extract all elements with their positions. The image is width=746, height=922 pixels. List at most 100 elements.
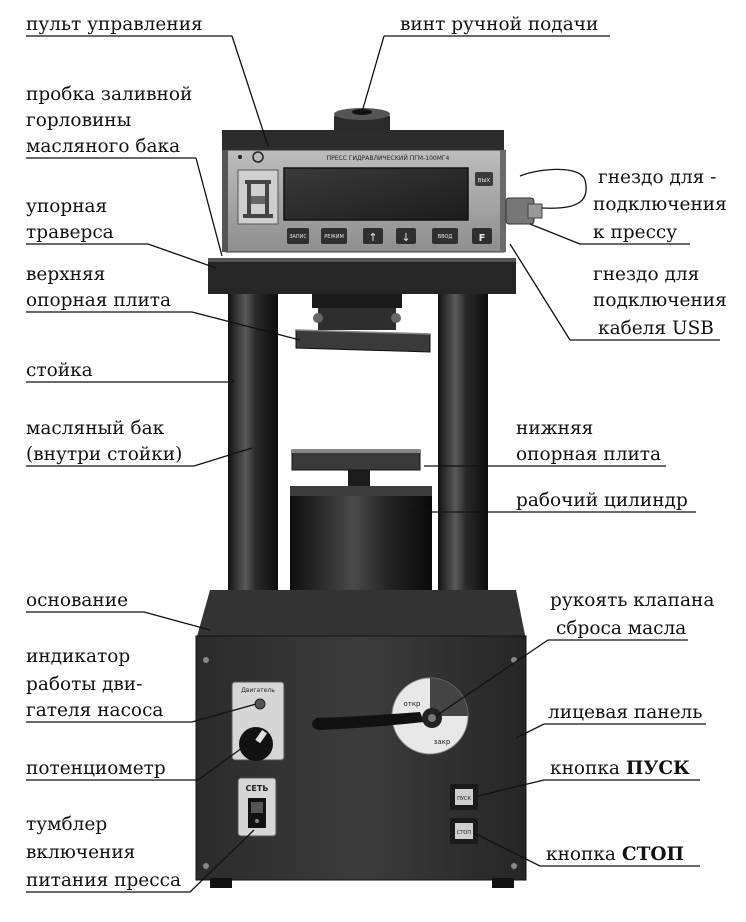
- label-press-socket-line1: гнездо для -: [598, 167, 716, 188]
- press-cable-connector: [505, 168, 587, 225]
- stop-button-device: СТОП: [450, 818, 478, 844]
- stop-button-caption: СТОП: [457, 830, 471, 836]
- leader-stop-button: [475, 833, 541, 867]
- label-start-bold: ПУСК: [626, 758, 690, 779]
- arrow-down-icon: ↓: [401, 231, 410, 244]
- label-indicator-line2: работы дви-: [26, 674, 142, 695]
- down-key: [396, 228, 416, 244]
- enter-key: [432, 228, 458, 244]
- label-start-button: кнопка ПУСК: [550, 758, 690, 779]
- leader-front-panel: [515, 723, 545, 739]
- label-crossbar-line1: упорная: [26, 196, 107, 217]
- record-key-label: ЗАПИС: [289, 234, 307, 240]
- display-screen: [283, 167, 469, 221]
- leader-base: [143, 611, 211, 631]
- potentiometer-plate: Двигатель: [231, 681, 285, 761]
- label-press-socket-line3: к прессу: [593, 222, 677, 243]
- record-key: [287, 228, 309, 244]
- mode-key: [321, 228, 347, 244]
- label-front-panel: лицевая панель: [548, 702, 702, 723]
- leader-upper-plate: [191, 311, 301, 341]
- label-base: основание: [26, 590, 128, 611]
- start-button-device: ПУСК: [450, 784, 478, 810]
- label-usb-socket-line2: подключения: [593, 290, 727, 311]
- callout-labels: пульт управления винт ручной подачи проб…: [26, 14, 727, 893]
- leader-manual-feed-screw: [361, 35, 385, 113]
- mode-key-label: РЕЖИМ: [324, 234, 344, 240]
- leader-column: [231, 379, 235, 383]
- label-switch-line1: тумблер: [26, 814, 107, 835]
- right-column: [438, 294, 488, 594]
- leader-start-button: [477, 779, 545, 797]
- enter-key-label: ВВОД: [438, 234, 453, 240]
- start-button-caption: ПУСК: [457, 796, 471, 802]
- power-switch: СЕТЬ: [237, 777, 277, 837]
- arrow-up-icon: ↑: [368, 231, 377, 244]
- manual-feed-screw: [334, 108, 390, 132]
- leader-filler-plug: [195, 157, 223, 257]
- leader-indicator: [191, 703, 257, 723]
- leader-oil-tank: [193, 447, 253, 467]
- label-cylinder: рабочий цилиндр: [516, 490, 688, 511]
- label-press-socket-line2: подключения: [593, 194, 727, 215]
- label-upper-plate-line2: опорная плита: [26, 290, 171, 311]
- motor-indicator-caption: Двигатель: [241, 687, 275, 694]
- leader-control-panel: [231, 35, 269, 147]
- leader-power-switch: [189, 829, 255, 893]
- left-column: [228, 294, 278, 594]
- label-manual-feed-screw: винт ручной подачи: [400, 14, 598, 35]
- up-key: [363, 228, 383, 244]
- label-column: стойка: [26, 360, 93, 381]
- valve-open-mark: откр: [403, 700, 421, 708]
- keypad: ЗАПИС РЕЖИМ ↑ ↓ ВВОД F: [287, 228, 492, 244]
- label-indicator-line1: индикатор: [26, 646, 130, 667]
- label-indicator-line3: гателя насоса: [26, 700, 163, 721]
- oil-release-valve: откр закр: [312, 677, 469, 755]
- control-panel: ПРЕСС ГИДРАВЛИЧЕСКИЙ ПГМ-100МГ4 ВЫХ ЗАПИ…: [222, 130, 506, 253]
- label-lower-plate-line1: нижняя: [516, 418, 593, 439]
- upper-crossbar: [208, 258, 516, 294]
- lower-plate: [291, 449, 421, 490]
- leader-crossbar: [147, 243, 217, 269]
- panel-title: ПРЕСС ГИДРАВЛИЧЕСКИЙ ПГМ-100МГ4: [327, 155, 450, 162]
- motor-indicator-lamp: [254, 698, 266, 710]
- f-key-label: F: [479, 233, 486, 244]
- label-switch-line2: включения: [26, 842, 135, 863]
- press-device: ПРЕСС ГИДРАВЛИЧЕСКИЙ ПГМ-100МГ4 ВЫХ ЗАПИ…: [195, 108, 587, 888]
- leader-usb-socket: [509, 243, 571, 341]
- label-upper-plate-line1: верхняя: [26, 264, 105, 285]
- label-filler-plug-line3: масляного бака: [26, 136, 180, 157]
- label-valve-handle-line2: сброса масла: [556, 618, 686, 639]
- working-cylinder: [290, 486, 432, 610]
- leader-potentiometer: [197, 747, 243, 781]
- exit-key: [475, 172, 493, 186]
- label-usb-socket-line1: гнездо для: [593, 264, 699, 285]
- label-filler-plug-line2: горловины: [26, 110, 132, 131]
- label-filler-plug-line1: пробка заливной: [26, 84, 192, 105]
- f-key: [472, 228, 492, 244]
- label-stop-bold: СТОП: [622, 844, 684, 865]
- valve-closed-mark: закр: [434, 738, 451, 746]
- leader-valve-handle: [435, 639, 549, 717]
- label-lower-plate-line2: опорная плита: [516, 444, 661, 465]
- label-usb-socket-line3: кабеля USB: [598, 318, 714, 339]
- leader-lines: [143, 35, 581, 893]
- label-start-prefix: кнопка: [550, 758, 626, 779]
- power-switch-caption: СЕТЬ: [246, 784, 269, 793]
- label-oil-tank-line1: масляный бак: [26, 418, 165, 439]
- upper-plate-holder: [295, 294, 431, 353]
- label-valve-handle-line1: рукоять клапана: [550, 590, 714, 611]
- leader-cylinder: [409, 509, 431, 513]
- label-crossbar-line2: траверса: [26, 222, 114, 243]
- label-switch-line3: питания пресса: [26, 870, 181, 891]
- potentiometer-knob: [239, 727, 273, 761]
- label-oil-tank-line2: (внутри стойки): [26, 444, 182, 465]
- label-control-panel: пульт управления: [26, 14, 203, 35]
- label-stop-button: кнопка СТОП: [546, 844, 684, 865]
- label-stop-prefix: кнопка: [546, 844, 622, 865]
- label-potentiometer: потенциометр: [26, 758, 166, 779]
- exit-key-label: ВЫХ: [478, 178, 491, 184]
- leader-press-socket: [529, 223, 581, 245]
